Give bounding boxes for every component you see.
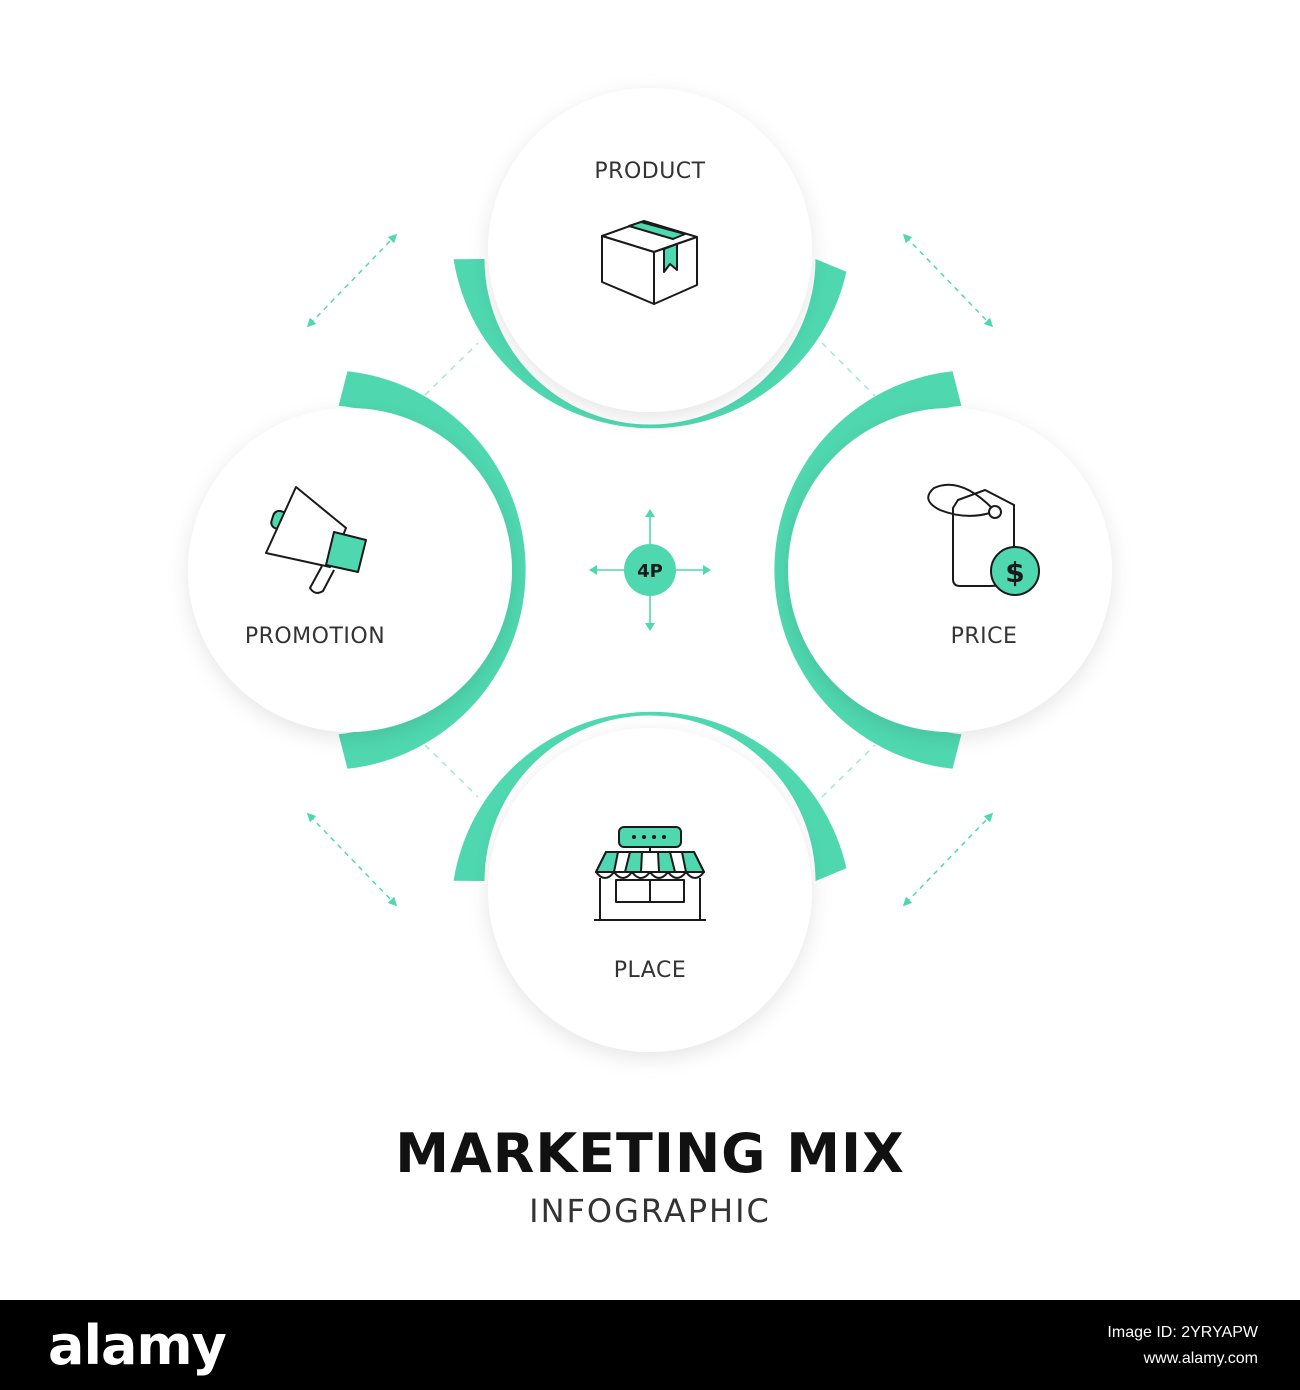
- arrow-top-left: [306, 233, 398, 328]
- website-line: www.alamy.com: [1143, 1350, 1258, 1367]
- ring-left: [338, 371, 526, 769]
- image-id-line: Image ID: 2YRYAPW: [1107, 1324, 1258, 1341]
- footer-bar: alamy Image ID: 2YRYAPW www.alamy.com: [0, 1300, 1300, 1390]
- outer-arrows: [306, 233, 994, 907]
- page-title: MARKETING MIX: [395, 1122, 905, 1185]
- label-place: PLACE: [614, 958, 686, 983]
- page-subtitle: INFOGRAPHIC: [529, 1192, 771, 1230]
- arrow-top-right: [902, 233, 994, 328]
- marketing-mix-diagram: 4P PRODUCT PROMOTION PRICE $ PLACE: [188, 88, 1112, 1052]
- image-id: Image ID: 2YRYAPW www.alamy.com: [1107, 1320, 1258, 1372]
- center-label: 4P: [637, 561, 663, 582]
- box-icon: [601, 220, 698, 305]
- brand-logo: alamy: [48, 1314, 227, 1377]
- label-price: PRICE: [951, 624, 1018, 649]
- dollar-symbol: $: [1005, 556, 1024, 589]
- green-rings: [338, 259, 962, 881]
- label-promotion: PROMOTION: [245, 624, 385, 649]
- dollar-coin-icon: $: [990, 546, 1040, 596]
- center-4p: 4P: [589, 509, 711, 631]
- diagram-stage: 4P PRODUCT PROMOTION PRICE $ PLACE: [188, 88, 1112, 1052]
- dashed-connectors: [424, 342, 876, 798]
- megaphone-icon: [265, 486, 367, 594]
- arrow-bottom-left: [306, 812, 398, 907]
- center-badge: [624, 544, 676, 596]
- arrow-bottom-right: [902, 812, 994, 907]
- ring-right: [774, 371, 962, 769]
- label-product: PRODUCT: [594, 159, 705, 184]
- circle-price: [788, 408, 1112, 732]
- store-icon: [594, 826, 706, 921]
